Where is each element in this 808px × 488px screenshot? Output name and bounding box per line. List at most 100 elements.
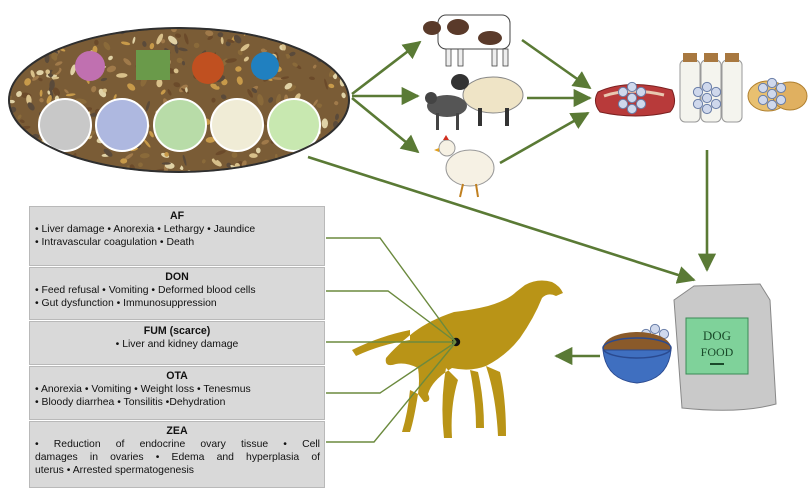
toxin-molecule-icon (758, 83, 767, 92)
grain-kernel (289, 33, 299, 37)
toxin-molecule-icon (711, 99, 720, 108)
petri-dish-icon (96, 99, 148, 151)
grain-kernel (43, 159, 52, 168)
grain-kernel (343, 26, 350, 33)
dog-food-label-line1: DOG (703, 328, 731, 343)
grain-kernel (49, 33, 57, 39)
petri-dish-icon (39, 99, 91, 151)
dog-silhouette (352, 281, 563, 438)
effect-line: • Reduction of endocrine ovary tissue • … (30, 438, 324, 451)
grain-kernel (265, 28, 273, 35)
toxin-molecule-icon (693, 99, 702, 108)
grain-kernel (342, 28, 353, 37)
grain-kernel (26, 30, 34, 39)
effect-line: • Liver and kidney damage (30, 338, 324, 351)
grain-kernel (336, 39, 343, 44)
toxin-molecule-icon (650, 324, 659, 333)
effect-line: damages in ovaries • Edema and hyperplas… (30, 451, 324, 464)
mold-petri-dishes (39, 99, 320, 151)
effect-line: • Liver damage • Anorexia • Lethargy • J… (30, 223, 324, 236)
grain-kernel (34, 160, 41, 167)
grain-collage (6, 23, 354, 178)
grain-kernel (61, 23, 74, 34)
plant-flower-icon (75, 51, 105, 81)
grain-kernel (256, 148, 261, 154)
grain-kernel (40, 156, 49, 168)
effect-box-ota: OTA • Anorexia • Vomiting • Weight loss … (29, 366, 325, 420)
grain-kernel (13, 153, 16, 161)
toxin-title: FUM (scarce) (30, 322, 324, 338)
grain-kernel (340, 134, 352, 140)
effect-line: • Feed refusal • Vomiting • Deformed blo… (30, 284, 324, 297)
toxin-molecule-icon (767, 100, 776, 109)
toxin-molecule-icon (636, 87, 645, 96)
grain-kernel (36, 48, 42, 56)
grain-kernel (335, 48, 344, 53)
cow-icon (423, 15, 510, 66)
toxin-molecule-icon (702, 82, 711, 91)
effect-box-don: DON • Feed refusal • Vomiting • Deformed… (29, 267, 325, 320)
grain-kernel (345, 57, 353, 63)
arrow-chicken-to-products (500, 113, 588, 163)
toxin-molecule-icon (767, 78, 776, 87)
toxin-molecule-icon (627, 82, 636, 91)
grain-kernel (42, 26, 50, 34)
grain-kernel (18, 27, 27, 40)
effect-line: • Bloody diarrhea • Tonsilitis •Dehydrat… (30, 396, 324, 409)
toxin-title: AF (30, 207, 324, 223)
grain-kernel (162, 162, 171, 165)
toxin-molecule-icon (702, 93, 711, 102)
toxin-title: DON (30, 268, 324, 284)
toxin-molecule-icon (693, 87, 702, 96)
dog-food-bowl (603, 332, 671, 383)
grain-kernel (331, 145, 338, 152)
sheep-icon (425, 74, 523, 130)
grain-kernel (20, 32, 32, 42)
grain-kernel (68, 26, 74, 31)
grain-kernel (57, 157, 64, 164)
toxin-molecule-icon (776, 83, 785, 92)
grain-kernel (59, 33, 64, 38)
grain-kernel (334, 58, 342, 70)
dog-food-label-line2: FOOD (701, 345, 734, 359)
petri-dish-icon (211, 99, 263, 151)
grain-kernel (27, 157, 38, 167)
grain-kernel (33, 42, 39, 46)
toxin-molecule-icon (618, 99, 627, 108)
grain-kernel (48, 157, 57, 167)
chicken-icon (434, 135, 494, 197)
grain-kernel (58, 25, 70, 37)
grain-kernel (325, 166, 330, 174)
grain-kernel (297, 155, 305, 164)
effect-line: • Anorexia • Vomiting • Weight loss • Te… (30, 383, 324, 396)
plant-field-icon (136, 50, 170, 80)
toxin-molecule-icon (776, 95, 785, 104)
grain-kernel (46, 156, 56, 163)
toxin-molecule-icon (711, 87, 720, 96)
toxin-title: ZEA (30, 422, 324, 438)
grain-kernel (19, 51, 27, 61)
grain-kernel (15, 55, 22, 62)
grain-kernel (7, 149, 18, 159)
effect-box-af: AF • Liver damage • Anorexia • Lethargy … (29, 206, 325, 266)
arrow-grain-to-dogfood (308, 157, 694, 280)
grain-kernel (313, 39, 318, 47)
grain-kernel (338, 35, 343, 46)
dog-food-bag: DOG FOOD (674, 284, 776, 410)
effect-line: • Intravascular coagulation • Death (30, 236, 324, 249)
plant-tree-icon (192, 52, 224, 84)
grain-kernel (51, 24, 61, 36)
grain-kernel (11, 138, 20, 147)
arrow-grain-to-cow (352, 42, 420, 94)
grain-kernel (7, 167, 16, 176)
grain-kernel (37, 33, 44, 44)
grain-kernel (336, 149, 342, 156)
grain-kernel (13, 51, 20, 58)
grain-kernel (58, 25, 65, 34)
grain-kernel (324, 143, 335, 149)
toxin-molecule-icon (618, 87, 627, 96)
grain-kernel (292, 163, 299, 171)
grain-kernel (275, 154, 278, 159)
grain-kernel (278, 32, 288, 40)
grain-kernel (98, 26, 104, 31)
